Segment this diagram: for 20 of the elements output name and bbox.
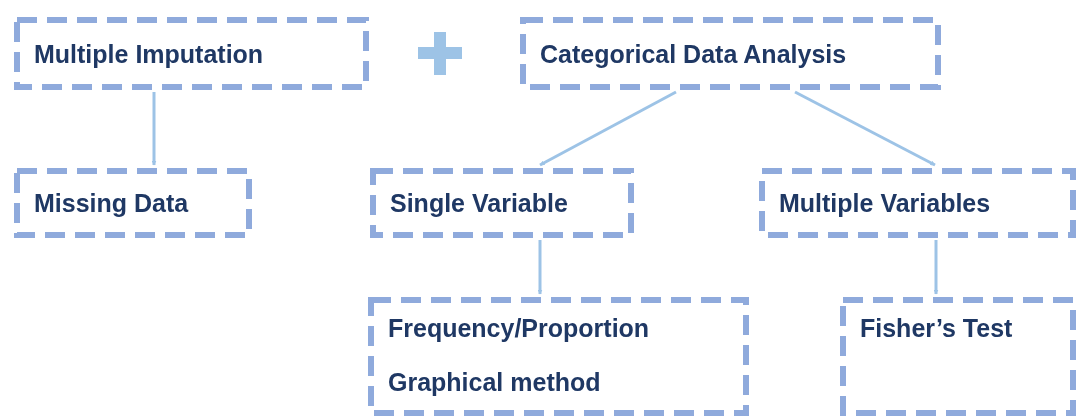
dashed-box	[520, 17, 941, 90]
arrow	[151, 92, 157, 166]
box-label: Graphical method	[388, 367, 601, 398]
box-label: Single Variable	[390, 188, 568, 219]
arrow	[539, 90, 677, 167]
box-label: Fisher’s Test	[860, 313, 1013, 344]
arrow	[537, 240, 543, 295]
box-label: Missing Data	[34, 188, 189, 219]
dashed-box	[840, 297, 1076, 416]
box-label: Categorical Data Analysis	[540, 38, 847, 70]
dashed-box	[14, 168, 252, 238]
box-label: Frequency/Proportion	[388, 313, 650, 344]
dashed-box	[14, 17, 369, 90]
arrow	[794, 90, 936, 167]
dashed-box	[759, 168, 1076, 238]
arrow	[933, 240, 939, 295]
box-label: Multiple Imputation	[34, 38, 264, 70]
dashed-box	[370, 168, 634, 238]
dashed-box	[368, 297, 749, 416]
box-label: Multiple Variables	[779, 188, 991, 219]
